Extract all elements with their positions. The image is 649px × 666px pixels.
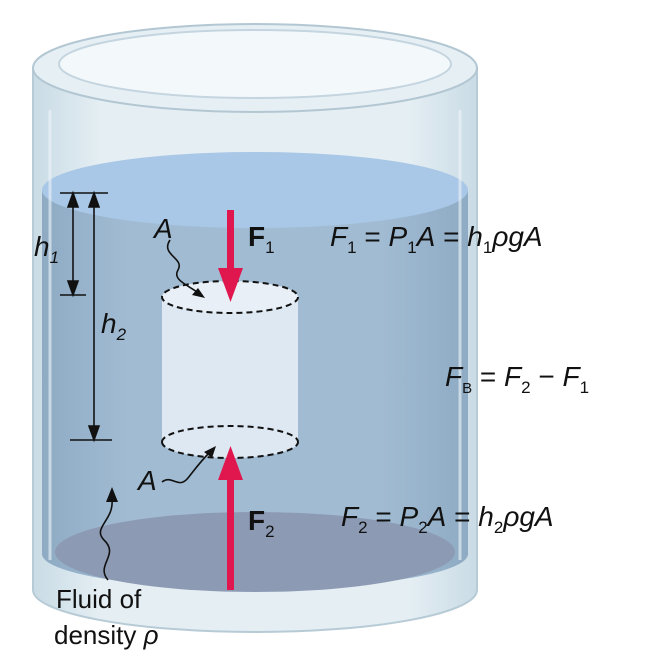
svg-text:FB = F2 − F1: FB = F2 − F1	[445, 361, 589, 397]
label-area-top: A	[152, 213, 173, 244]
equation-fb: FB = F2 − F1	[445, 361, 589, 397]
svg-text:F2 = P2A = h2ρgA: F2 = P2A = h2ρgA	[341, 501, 554, 537]
equation-f1: F1 = P1A = h1ρgA	[330, 221, 543, 257]
equation-f2: F2 = P2A = h2ρgA	[341, 501, 554, 537]
jar-rim-inner	[58, 29, 452, 99]
label-force-top: F1	[248, 221, 275, 257]
svg-text:F2: F2	[248, 505, 275, 541]
glass-jar	[32, 23, 478, 633]
area-top-leader	[166, 239, 201, 295]
label-area-bottom: A	[136, 465, 157, 496]
svg-text:h2: h2	[101, 308, 127, 344]
label-h2: h2	[101, 308, 127, 344]
fluid-surface	[42, 152, 468, 228]
svg-text:F1 = P1A = h1ρgA: F1 = P1A = h1ρgA	[330, 221, 543, 257]
depth-markers	[60, 190, 112, 443]
svg-text:F1: F1	[248, 221, 275, 257]
force-arrow-top	[218, 210, 243, 302]
area-bottom-leader	[161, 451, 211, 484]
svg-text:density ρ: density ρ	[54, 620, 159, 650]
fluid-leader	[99, 499, 113, 581]
force-arrow-bottom	[218, 446, 243, 590]
jar-floor	[55, 512, 455, 592]
label-h1: h1	[34, 231, 59, 267]
svg-text:h1: h1	[34, 231, 59, 267]
label-fluid-density: Fluid of density ρ	[54, 584, 159, 650]
submerged-cylinder	[161, 280, 299, 459]
cylinder-bottom-face	[161, 425, 299, 443]
svg-text:Fluid of: Fluid of	[56, 584, 142, 614]
label-force-bottom: F2	[248, 505, 275, 541]
